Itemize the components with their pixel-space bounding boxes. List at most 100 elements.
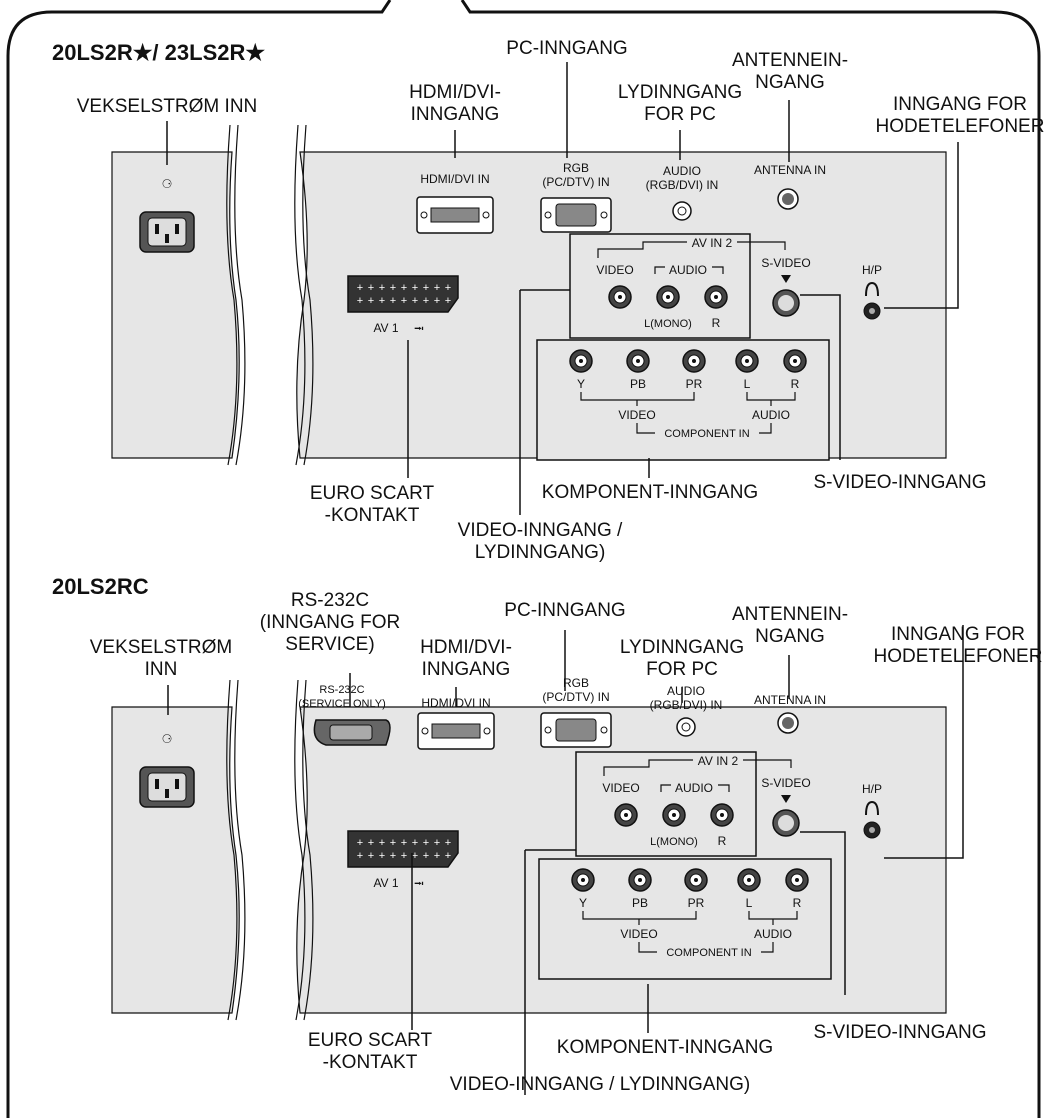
callout-scart-line: -KONTAKT [324, 505, 420, 526]
svideo-jack-face [778, 815, 794, 831]
component-jack-icon-pin [694, 878, 698, 882]
scart-pin: + [401, 295, 407, 307]
rgb-panel-label: (PC/DTV) IN [542, 175, 609, 189]
callout-pc-line: PC-INNGANG [506, 38, 628, 59]
l-mono-label: L(MONO) [650, 836, 698, 848]
scart-pin: + [401, 282, 407, 294]
callout-antenna-line: NGANG [755, 626, 825, 647]
component-jack-icon-pin [692, 359, 696, 363]
callout-svideo: S-VIDEO-INNGANG [813, 1022, 986, 1044]
audio-rgb-panel-label: (RGB/DVI) IN [650, 698, 723, 712]
component-jack-icon-pin [747, 878, 751, 882]
callout-antenna-line: ANTENNEIN- [731, 604, 849, 625]
component-jack-icon-pin [795, 878, 799, 882]
scart-pin: + [368, 295, 374, 307]
comp-audio-label: AUDIO [752, 408, 790, 422]
component-jack-icon-pin [581, 878, 585, 882]
comp-audio-bracket [748, 911, 798, 925]
audio-r-jack-icon-pin [720, 813, 724, 817]
leader-line [519, 289, 570, 515]
ac-pin [175, 224, 179, 234]
component-jack-label: PR [688, 896, 705, 910]
callout-antenna-line: NGANG [755, 72, 825, 93]
scart-pin: + [434, 295, 440, 307]
callout-scart-line: EURO SCART [307, 1030, 433, 1051]
ac-pin [165, 234, 169, 243]
scart-pin: + [357, 850, 363, 862]
audio-r-jack-icon-pin [714, 295, 718, 299]
hdmi-screw [421, 727, 429, 735]
callout-pc-audio-line: FOR PC [644, 104, 716, 125]
component-jack-icon-pin [579, 359, 583, 363]
scart-pin: + [357, 282, 363, 294]
callout-pc: PC-INNGANG [504, 600, 625, 622]
scart-connector-icon [347, 830, 459, 868]
rs232-panel-label: RS-232C [319, 684, 364, 696]
panel-break-line [226, 679, 238, 1021]
callout-video-audio-line: VIDEO-INNGANG / LYDINNGANG) [449, 1074, 751, 1095]
antenna-jack-core [782, 717, 794, 729]
av-in2-bracket [603, 759, 792, 776]
audio-rgb-panel-label: AUDIO [667, 684, 705, 698]
callout-ac-in-line: VEKSELSTRØM [89, 637, 233, 658]
panel-break-line [226, 124, 238, 466]
scart-connector-icon [347, 275, 459, 313]
callout-ac-in-line: INN [144, 659, 178, 680]
callout-pc: PC-INNGANG [506, 38, 627, 60]
scart-pin: + [445, 850, 451, 862]
scart-pin: + [401, 837, 407, 849]
antenna-jack-core [782, 193, 794, 205]
video-jack-icon-pin [618, 295, 622, 299]
scart-pin: + [445, 295, 451, 307]
callout-pc-audio-line: LYDINNGANG [617, 82, 743, 103]
comp-audio-bracket [746, 392, 796, 406]
video-label: VIDEO [596, 263, 633, 277]
panel-break-line [302, 124, 314, 466]
rgb-screw [600, 211, 608, 219]
rgb-screw [600, 726, 608, 734]
scart-pin: + [423, 295, 429, 307]
scart-pin: + [434, 282, 440, 294]
callout-component: KOMPONENT-INNGANG [557, 1037, 773, 1059]
hp-panel-label: H/P [862, 263, 882, 277]
callout-headphones-line: HODETELEFONER [873, 646, 1043, 667]
comp-video-bracket [580, 392, 695, 406]
callout-video-audio-line: LYDINNGANG) [474, 542, 606, 563]
scart-pin: + [357, 295, 363, 307]
rgb-port [555, 203, 597, 227]
av1-label: AV 1 [373, 321, 398, 335]
leader-line [524, 849, 576, 1095]
panel-break-line [294, 679, 306, 1021]
callout-scart: EURO SCART-KONTAKT [308, 1030, 432, 1074]
audio-l-jack-icon-pin [666, 295, 670, 299]
video-jack-icon-pin [624, 813, 628, 817]
audio-label: AUDIO [675, 781, 713, 795]
scart-pin: + [357, 837, 363, 849]
component-jack-label: PB [630, 377, 646, 391]
hdmi-panel-label: HDMI/DVI IN [420, 172, 489, 186]
scart-pin: + [379, 295, 385, 307]
callout-hdmi: HDMI/DVI-INNGANG [409, 82, 501, 126]
audio-l-jack-icon-pin [672, 813, 676, 817]
panel-group: ⚆++++++++++++++++++AV 1⭲RS-232C(SERVICE … [111, 625, 964, 1095]
hp-panel-label: H/P [862, 782, 882, 796]
rgb-panel-label: (PC/DTV) IN [542, 690, 609, 704]
rgb-screw [544, 211, 552, 219]
callout-svideo-line: S-VIDEO-INNGANG [813, 472, 987, 493]
callout-rs232-line: SERVICE) [285, 634, 375, 655]
scart-pin: + [390, 850, 396, 862]
hdmi-screw [420, 211, 428, 219]
audio-bracket [660, 784, 730, 792]
scart-pin: + [434, 837, 440, 849]
av1-input-icon: ⭲ [414, 321, 424, 336]
callout-rs232-line: RS-232C [290, 590, 370, 611]
ac-symbol-icon: ⚆ [162, 732, 173, 746]
comp-audio-label: AUDIO [754, 927, 792, 941]
svideo-arrow-icon [781, 275, 791, 283]
